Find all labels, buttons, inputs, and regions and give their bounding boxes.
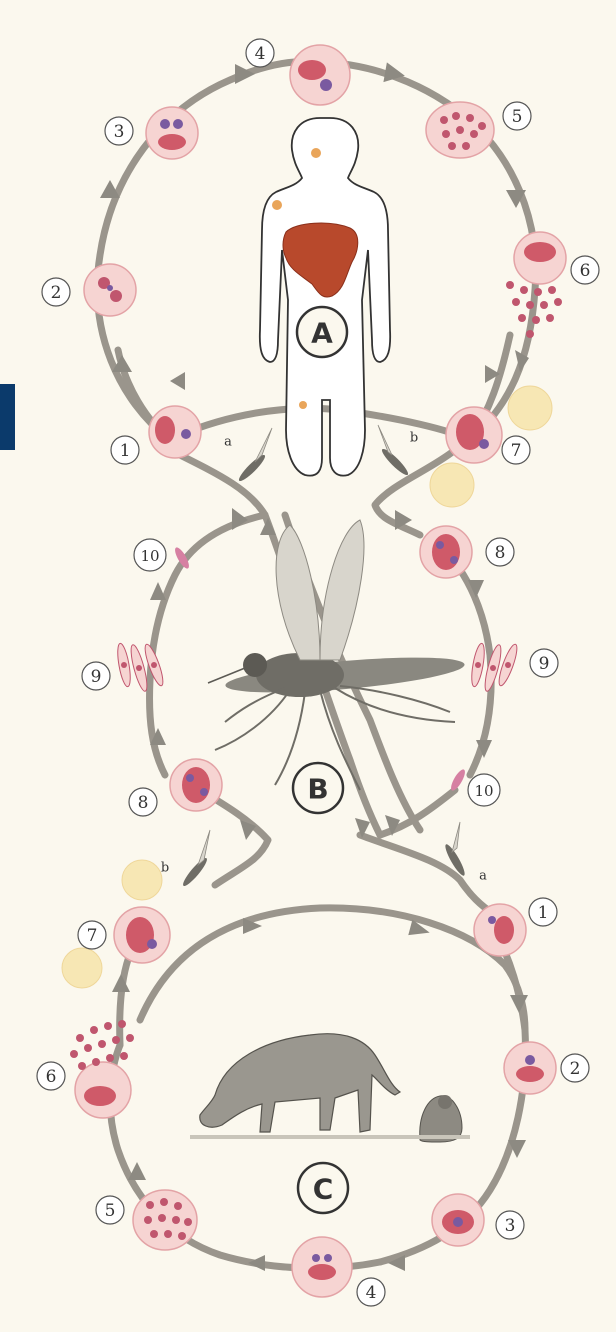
mosquito-wing — [320, 520, 364, 660]
arrow-icon — [235, 64, 255, 84]
stage-number-a6: 6 — [571, 256, 599, 284]
svg-text:2: 2 — [570, 1059, 581, 1079]
cell-c4 — [292, 1237, 352, 1297]
yellow-sphere-icon — [430, 463, 474, 507]
cell-b9-left — [115, 642, 166, 692]
cell-c1 — [474, 904, 526, 956]
stage-number-a2: 2 — [42, 278, 70, 306]
stage-number-b9-left: 9 — [82, 662, 110, 690]
cycle-label-c: C — [298, 1163, 348, 1213]
cell-c3 — [432, 1194, 484, 1246]
cycle-label-c-text: C — [313, 1173, 334, 1206]
arrow-icon — [170, 372, 185, 390]
arrow-icon — [248, 1255, 265, 1271]
stage-number-a4: 4 — [246, 39, 274, 67]
mosquito-wing — [276, 525, 320, 660]
small-mosquito-a-top — [236, 428, 272, 484]
mosquito-label-a-top: a — [224, 435, 232, 450]
yellow-sphere-icon — [508, 386, 552, 430]
stage-number-c4: 4 — [357, 1278, 385, 1306]
stage-number-c1: 1 — [529, 898, 557, 926]
stage-number-b10-right: 10 — [468, 774, 500, 806]
mosquito-label-a-bottom: a — [479, 869, 487, 884]
stage-number-b8-right: 8 — [486, 538, 514, 566]
stage-number-b8-left: 8 — [129, 788, 157, 816]
svg-text:5: 5 — [512, 107, 523, 127]
svg-text:8: 8 — [495, 543, 506, 563]
svg-text:8: 8 — [138, 793, 149, 813]
stage-number-a1: 1 — [111, 436, 139, 464]
cell-c6 — [70, 1020, 134, 1118]
cell-a7 — [446, 407, 502, 463]
svg-text:3: 3 — [114, 122, 125, 142]
stage-number-b9-right: 9 — [530, 649, 558, 677]
mosquito-label-b-bottom: b — [161, 861, 169, 876]
yellow-sphere-icon — [62, 948, 102, 988]
svg-text:1: 1 — [538, 903, 549, 923]
svg-text:10: 10 — [474, 782, 493, 800]
mosquito-label-b-top: b — [410, 431, 418, 446]
svg-text:5: 5 — [105, 1201, 116, 1221]
path-cycle-c-top — [140, 908, 525, 1030]
cell-a2 — [84, 264, 136, 316]
cell-b8-right — [420, 526, 472, 578]
svg-text:9: 9 — [91, 667, 102, 687]
ground-line — [190, 1135, 470, 1139]
svg-text:9: 9 — [539, 654, 550, 674]
svg-text:10: 10 — [140, 547, 159, 565]
path-b-left-upper — [150, 515, 265, 775]
stage-number-c2: 2 — [561, 1054, 589, 1082]
stage-number-c6: 6 — [37, 1062, 65, 1090]
arrow-icon — [232, 508, 248, 530]
arrow-icon — [150, 582, 166, 600]
cell-b9-right — [469, 642, 520, 692]
stage-number-c5: 5 — [96, 1196, 124, 1224]
stage-number-c7: 7 — [78, 921, 106, 949]
stage-number-a3: 3 — [105, 117, 133, 145]
infection-spot-icon — [272, 200, 282, 210]
cycle-label-b: B — [293, 763, 343, 813]
svg-text:1: 1 — [120, 441, 131, 461]
rodent-illustration — [420, 1095, 462, 1142]
cycle-label-b-text: B — [307, 773, 328, 806]
stage-number-a7: 7 — [502, 436, 530, 464]
cycle-label-a: A — [297, 307, 347, 357]
svg-text:3: 3 — [505, 1216, 516, 1236]
arrow-icon — [128, 1162, 146, 1180]
svg-text:2: 2 — [51, 283, 62, 303]
svg-text:4: 4 — [366, 1283, 377, 1303]
cell-c2 — [504, 1042, 556, 1094]
svg-text:4: 4 — [255, 44, 266, 64]
mosquito-head — [243, 653, 267, 677]
small-mosquito-b-bottom — [180, 830, 210, 888]
cell-b8-left — [170, 759, 222, 811]
human-figure — [260, 118, 390, 476]
stage-number-a5: 5 — [503, 102, 531, 130]
yellow-sphere-icon — [122, 860, 162, 900]
path-b-to-c-right — [360, 835, 495, 915]
dog-illustration — [200, 1034, 400, 1132]
cell-c5 — [133, 1190, 197, 1250]
svg-text:7: 7 — [511, 441, 522, 461]
infection-spot-icon — [299, 401, 307, 409]
svg-text:6: 6 — [46, 1067, 57, 1087]
cell-a3 — [146, 107, 198, 159]
small-mosquito-b-top — [378, 425, 411, 478]
svg-text:7: 7 — [87, 926, 98, 946]
svg-text:6: 6 — [580, 261, 591, 281]
cycle-label-a-text: A — [311, 317, 333, 350]
infection-spot-icon — [311, 148, 321, 158]
cell-c7 — [114, 907, 170, 963]
stage-number-c3: 3 — [496, 1211, 524, 1239]
cell-a4 — [290, 45, 350, 105]
cell-a1 — [149, 406, 201, 458]
arrow-icon — [260, 518, 276, 535]
arrow-icon — [112, 974, 130, 992]
stage-number-b10-left: 10 — [134, 539, 166, 571]
cell-a5 — [426, 102, 494, 158]
